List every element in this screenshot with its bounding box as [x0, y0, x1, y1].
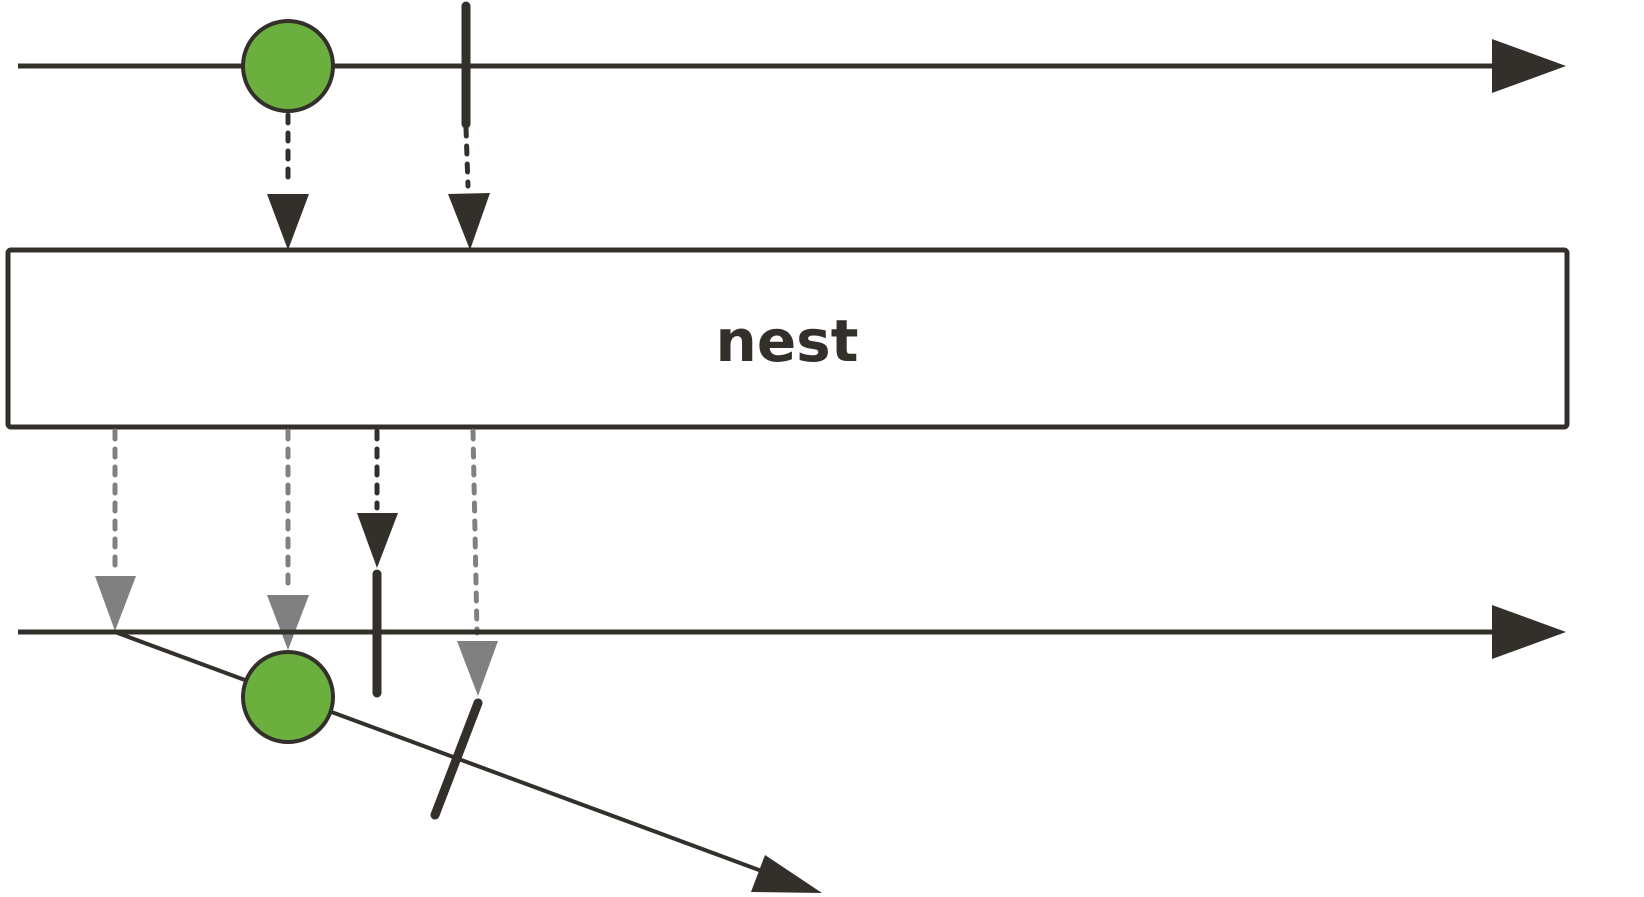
output-timeline: [18, 569, 1566, 698]
operator-box: nest: [5, 247, 1570, 430]
marble-emission-arrowhead: [267, 194, 309, 250]
completion-emission-arrowhead: [448, 193, 490, 250]
output-timeline-arrowhead: [1492, 605, 1566, 659]
inner-marble: [241, 650, 335, 744]
operator-to-output-arrows: [95, 428, 498, 696]
outer-completion-arrowhead: [357, 513, 398, 568]
inner-marble-arrowhead: [267, 595, 309, 650]
inner-start-arrowhead: [95, 576, 136, 631]
completion-emission-dashed-line: [463, 125, 471, 189]
operator-box-frame: [5, 247, 1570, 430]
inner-completion-bar: [430, 698, 483, 820]
input-marble: [241, 19, 335, 113]
operator-label: nest: [716, 307, 859, 375]
inner-observable-line: [114, 630, 779, 879]
input-to-operator-arrows: [267, 112, 490, 250]
inner-observable: [114, 630, 822, 893]
inner-completion-arrowhead: [457, 641, 498, 696]
input-timeline: [18, 1, 1566, 129]
inner-completion-dashed-line: [470, 428, 480, 636]
input-timeline-arrowhead: [1492, 39, 1566, 93]
inner-observable-arrowhead: [751, 855, 822, 893]
